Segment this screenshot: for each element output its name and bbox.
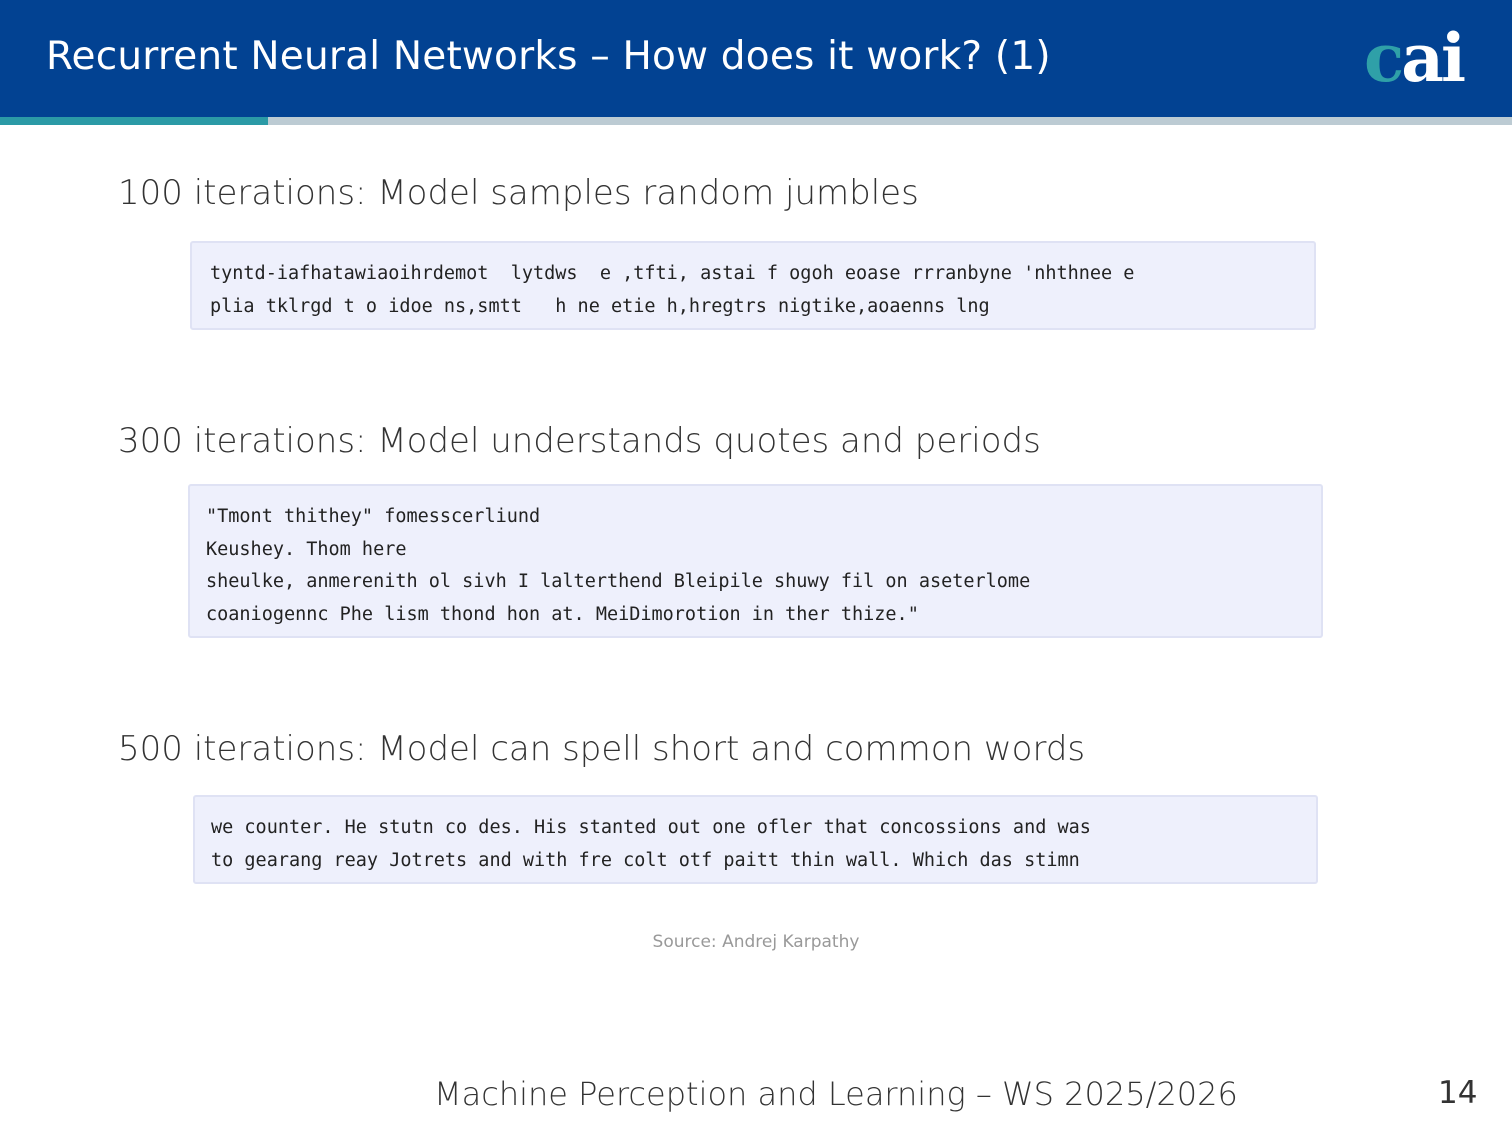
code-sample-100: tyntd-iafhatawiaoihrdemot lytdws e ,tfti… <box>190 241 1316 330</box>
code-sample-500: we counter. He stutn co des. His stanted… <box>193 795 1318 884</box>
code-line: sheulke, anmerenith ol sivh I lalterthen… <box>206 571 1031 592</box>
code-line: "Tmont thithey" fomesscerliund <box>206 506 541 527</box>
code-line: we counter. He stutn co des. His stanted… <box>211 817 1091 838</box>
section-heading-300: 300 iterations: Model understands quotes… <box>118 421 1041 461</box>
source-credit: Source: Andrej Karpathy <box>652 932 860 952</box>
code-sample-300: "Tmont thithey" fomesscerliund Keushey. … <box>188 484 1323 638</box>
code-line: to gearang reay Jotrets and with fre col… <box>211 849 1080 871</box>
cai-logo: cai <box>1364 19 1466 97</box>
code-line: tyntd-iafhatawiaoihrdemot lytdws e ,tfti… <box>210 263 1135 284</box>
slide-header: Recurrent Neural Networks – How does it … <box>0 0 1512 117</box>
header-accent-bar <box>0 117 268 125</box>
header-divider-bar <box>268 117 1512 125</box>
page-number: 14 <box>1438 1075 1478 1111</box>
section-heading-100: 100 iterations: Model samples random jum… <box>118 173 919 213</box>
code-line: Keushey. Thom here <box>206 538 407 560</box>
section-heading-500: 500 iterations: Model can spell short an… <box>118 729 1086 769</box>
slide-title: Recurrent Neural Networks – How does it … <box>46 34 1051 79</box>
footer-course: Machine Perception and Learning – WS 202… <box>434 1075 1238 1113</box>
code-line: plia tklrgd t o idoe ns,smtt h ne etie h… <box>210 295 990 317</box>
code-line: coaniogennc Phe lism thond hon at. MeiDi… <box>206 603 919 625</box>
